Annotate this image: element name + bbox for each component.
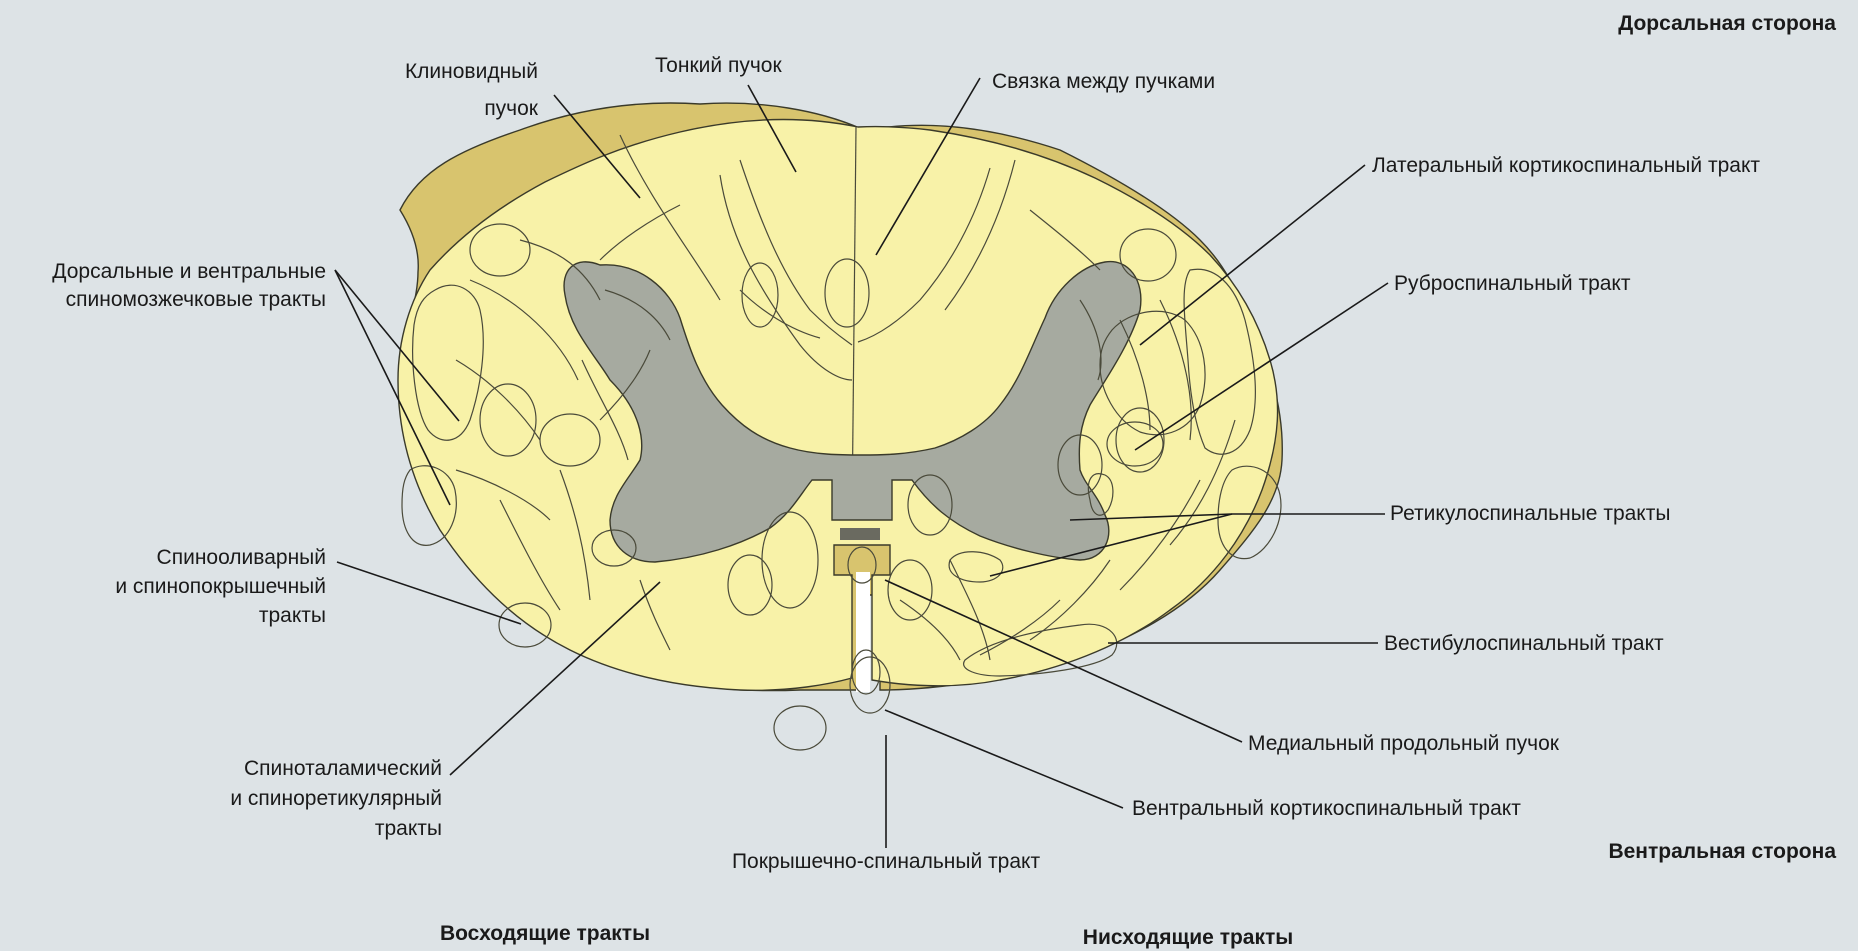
label-spinocerebellar-1: Дорсальные и вентральные bbox=[52, 260, 326, 283]
label-spinothalamic-2: и спиноретикулярный bbox=[230, 787, 442, 810]
central-canal bbox=[840, 528, 880, 540]
label-cuneate-2: пучок bbox=[484, 97, 538, 120]
label-tectospinal: Покрышечно-спинальный тракт bbox=[732, 850, 1041, 873]
label-lateral-corticospinal: Латеральный кортикоспинальный тракт bbox=[1372, 154, 1760, 177]
label-vestibulospinal: Вестибулоспинальный тракт bbox=[1384, 632, 1664, 655]
label-dorsal-side: Дорсальная сторона bbox=[1618, 12, 1836, 35]
label-interfascicular: Связка между пучками bbox=[992, 70, 1215, 93]
label-spinothalamic-3: тракты bbox=[375, 817, 442, 840]
label-spinoolivary-2: и спинопокрышечный bbox=[115, 575, 326, 598]
label-rubrospinal: Руброспинальный тракт bbox=[1394, 272, 1631, 295]
label-spinocerebellar-2: спиномозжечковые тракты bbox=[66, 288, 326, 311]
label-ascending-tracts: Восходящие тракты bbox=[440, 922, 650, 945]
label-descending-tracts: Нисходящие тракты bbox=[1083, 926, 1293, 949]
label-spinoolivary-1: Спинооливарный bbox=[157, 546, 326, 569]
label-reticulospinal: Ретикулоспинальные тракты bbox=[1390, 502, 1670, 525]
label-mlf: Медиальный продольный пучок bbox=[1248, 732, 1560, 755]
ventral-median-fissure bbox=[856, 572, 870, 692]
label-cuneate-1: Клиновидный bbox=[405, 60, 538, 83]
label-spinoolivary-3: тракты bbox=[259, 604, 326, 627]
white-matter bbox=[398, 120, 1278, 691]
label-spinothalamic-1: Спиноталамический bbox=[244, 757, 442, 780]
label-gracile: Тонкий пучок bbox=[655, 54, 782, 77]
label-ventral-side: Вентральная сторона bbox=[1608, 840, 1836, 863]
label-ventral-corticospinal: Вентральный кортикоспинальный тракт bbox=[1132, 797, 1521, 820]
